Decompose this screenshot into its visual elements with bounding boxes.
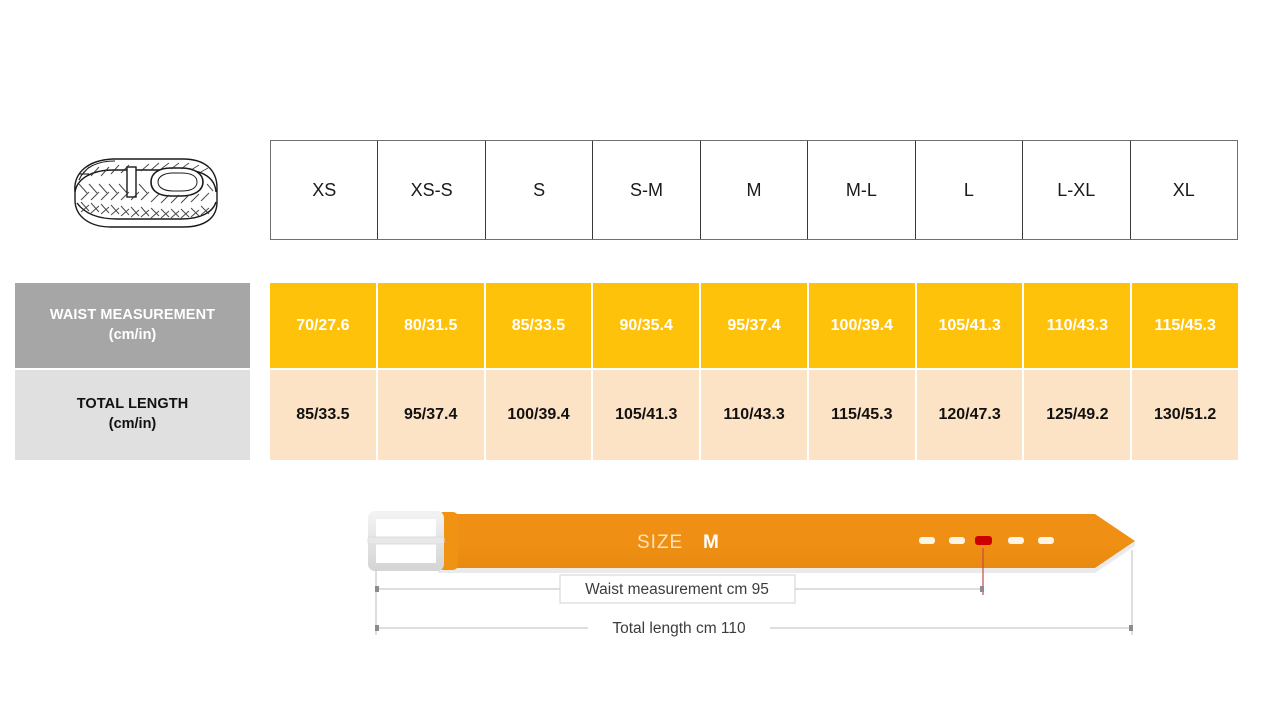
braided-belt-icon	[55, 140, 230, 240]
size-header-cell: L	[916, 141, 1024, 239]
size-header-cell: S	[486, 141, 594, 239]
total-length-label-line1: TOTAL LENGTH	[76, 396, 189, 413]
waist-measurement-label-line1: WAIST MEASUREMENT	[49, 306, 216, 323]
waist-measurement-cell: 95/37.4	[701, 283, 809, 368]
belt-shadow	[438, 541, 1135, 573]
belt-hole[interactable]	[1008, 537, 1024, 544]
total-dimension-label: Total length cm 110	[612, 620, 746, 637]
belt-hole[interactable]	[919, 537, 935, 544]
total-length-label-line2: (cm/in)	[108, 416, 157, 432]
waist-measurement-cell: 90/35.4	[593, 283, 702, 368]
total-length-cell: 130/51.2	[1132, 370, 1239, 460]
waist-measurement-cell: 110/43.3	[1024, 283, 1133, 368]
total-dimension-label-box	[588, 616, 770, 640]
waist-measurement-cell: 105/41.3	[916, 283, 1025, 368]
size-header-cell: M	[701, 141, 809, 239]
belt-hole[interactable]	[1038, 537, 1054, 544]
size-header-cell: XS	[271, 141, 379, 239]
belt-size-value: M	[703, 532, 719, 553]
total-length-cell: 125/49.2	[1024, 370, 1133, 460]
belt-diagram-svg: SIZE M Waist measurement cm 95 Total len…	[367, 511, 1135, 640]
total-length-cell: 85/33.5	[270, 370, 378, 460]
total-length-cell: 95/37.4	[377, 370, 486, 460]
waist-measurement-cell: 70/27.6	[270, 283, 378, 368]
waist-dimension-label-box	[559, 574, 796, 604]
size-header-cell: L-XL	[1023, 141, 1131, 239]
waist-measurement-cell: 100/39.4	[808, 283, 917, 368]
belt-size-label: SIZE	[637, 532, 683, 553]
braided-belt-illustration	[74, 158, 218, 228]
waist-measurement-cell: 80/31.5	[377, 283, 486, 368]
size-chart-section: XS XS-S S S-M M M-L L L-XL XL WAIST MEAS…	[15, 140, 1239, 460]
total-length-cell: 105/41.3	[593, 370, 702, 460]
waist-dimension-marker-left	[375, 586, 379, 592]
waist-dimension-marker-right	[980, 586, 984, 592]
waist-measurement-label-line2: (cm/in)	[108, 326, 157, 343]
total-length-label: TOTAL LENGTH (cm/in)	[15, 370, 250, 460]
belt-buckle-prong	[367, 536, 445, 545]
size-header-cell: XL	[1172, 179, 1195, 200]
waist-dimension-label: Waist measurement cm 95	[585, 581, 769, 598]
size-header-cell: M-L	[808, 141, 916, 239]
total-length-cell: 120/47.3	[916, 370, 1025, 460]
total-dimension-marker-right	[1129, 625, 1133, 631]
waist-measurement-label: WAIST MEASUREMENT (cm/in)	[15, 283, 250, 368]
total-length-cell: 115/45.3	[808, 370, 917, 460]
waist-measurement-cell: 115/45.3	[1132, 283, 1239, 368]
total-dimension-marker-left	[375, 625, 379, 631]
waist-measurement-cell: 85/33.5	[485, 283, 594, 368]
size-header-cell: XS-S	[378, 141, 486, 239]
belt-strap	[438, 514, 1135, 568]
size-header-row: XS XS-S S S-M M M-L L L-XL XL	[270, 140, 1238, 240]
total-length-cell: 100/39.4	[485, 370, 594, 460]
size-header-cell: S-M	[593, 141, 701, 239]
total-length-row: 85/33.5 95/37.4 100/39.4 105/41.3 110/43…	[270, 370, 1239, 460]
belt-measurement-diagram: SIZE M Waist measurement cm 95 Total len…	[0, 470, 1280, 720]
total-length-cell: 110/43.3	[701, 370, 809, 460]
belt-hole-active[interactable]	[975, 536, 992, 545]
belt-hole[interactable]	[949, 537, 965, 544]
waist-measurement-row: 70/27.6 80/31.5 85/33.5 90/35.4 95/37.4 …	[270, 283, 1239, 368]
